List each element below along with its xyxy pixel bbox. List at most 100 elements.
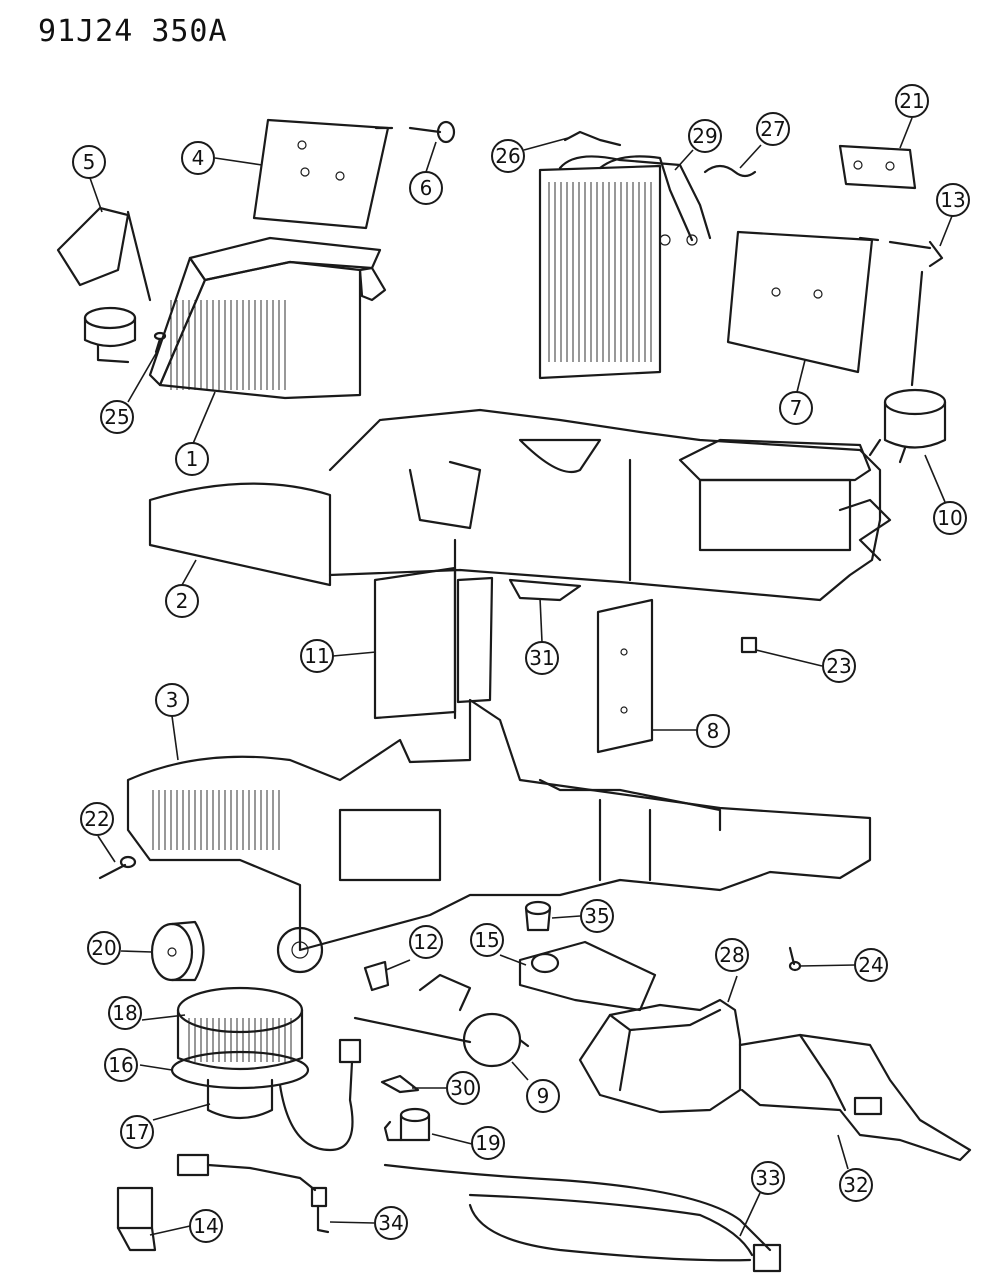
callout-label-12: 12	[413, 930, 438, 954]
callout-label-20: 20	[91, 936, 116, 960]
callout-label-35: 35	[584, 904, 609, 928]
callout-label-2: 2	[176, 589, 189, 613]
callout-8: 8	[696, 714, 730, 748]
callout-35: 35	[580, 899, 614, 933]
callout-label-10: 10	[937, 506, 962, 530]
callout-34: 34	[374, 1206, 408, 1240]
callout-2: 2	[165, 584, 199, 618]
part-27-clamp	[703, 164, 757, 178]
diagram-code: 91J24 350A	[38, 14, 246, 49]
part-34-wire-harness	[176, 1153, 330, 1234]
callout-label-14: 14	[193, 1214, 218, 1238]
part-13-pivot-pin	[888, 240, 944, 268]
callout-label-22: 22	[84, 807, 109, 831]
part-21-pad	[838, 144, 917, 190]
callout-1: 1	[175, 442, 209, 476]
blower-hub	[276, 926, 324, 974]
part-31-seal	[508, 578, 582, 602]
part-23-clip	[740, 636, 758, 654]
callout-label-19: 19	[475, 1131, 500, 1155]
callout-15: 15	[470, 923, 504, 957]
callout-label-33: 33	[755, 1166, 780, 1190]
callout-11: 11	[300, 639, 334, 673]
callout-label-13: 13	[940, 188, 965, 212]
callout-31: 31	[525, 641, 559, 675]
part-14-resistor	[116, 1186, 157, 1252]
part-20-foam-seal	[150, 920, 205, 982]
callout-10: 10	[933, 501, 967, 535]
callout-label-9: 9	[537, 1084, 550, 1108]
part-11-blend-door	[373, 538, 494, 720]
callout-3: 3	[155, 683, 189, 717]
part-2-upper-housing	[148, 408, 892, 602]
callout-24: 24	[854, 948, 888, 982]
callout-label-31: 31	[529, 646, 554, 670]
part-9-vacuum-actuator	[353, 973, 530, 1068]
callout-4: 4	[181, 141, 215, 175]
part-33-vacuum-harness	[383, 1163, 782, 1273]
part-15-actuator	[518, 940, 657, 1012]
callout-14: 14	[189, 1209, 223, 1243]
part-5-actuator-bracket	[56, 206, 152, 364]
callout-label-7: 7	[790, 396, 803, 420]
callout-18: 18	[108, 996, 142, 1030]
part-3-lower-housing	[126, 698, 872, 952]
callout-label-26: 26	[495, 144, 520, 168]
callout-label-18: 18	[112, 1001, 137, 1025]
callout-32: 32	[839, 1168, 873, 1202]
callout-16: 16	[104, 1048, 138, 1082]
callout-30: 30	[446, 1071, 480, 1105]
callout-label-16: 16	[108, 1053, 133, 1077]
leader-lines	[89, 117, 953, 1237]
callout-label-32: 32	[843, 1173, 868, 1197]
part-10-vacuum-actuator	[883, 270, 947, 464]
callout-label-1: 1	[186, 447, 199, 471]
callout-label-30: 30	[450, 1076, 475, 1100]
part-8-mode-door	[596, 598, 654, 754]
part-12-bracket	[363, 960, 390, 992]
callout-label-11: 11	[304, 644, 329, 668]
callout-label-3: 3	[166, 688, 179, 712]
callout-17: 17	[120, 1115, 154, 1149]
callout-28: 28	[715, 938, 749, 972]
part-6-screw	[408, 120, 456, 144]
part-22-screw	[98, 855, 137, 880]
callout-25: 25	[100, 400, 134, 434]
callout-29: 29	[688, 119, 722, 153]
callout-26: 26	[491, 139, 525, 173]
callout-21: 21	[895, 84, 929, 118]
part-25-screw	[153, 331, 167, 354]
callout-label-17: 17	[124, 1120, 149, 1144]
part-4-cover-plate	[252, 118, 394, 230]
callout-label-21: 21	[899, 89, 924, 113]
part-17-motor	[206, 1038, 362, 1152]
callout-6: 6	[409, 171, 443, 205]
callout-label-27: 27	[760, 117, 785, 141]
callout-label-4: 4	[192, 146, 205, 170]
callout-5: 5	[72, 145, 106, 179]
callout-label-23: 23	[826, 654, 851, 678]
callout-label-5: 5	[83, 150, 96, 174]
part-26-clip	[563, 130, 622, 147]
callout-12: 12	[409, 925, 443, 959]
callout-22: 22	[80, 802, 114, 836]
callout-label-28: 28	[719, 943, 744, 967]
part-19-check-valve	[383, 1107, 431, 1142]
diagram-code-prefix: 91J24	[38, 14, 134, 49]
part-24-screw	[788, 946, 802, 972]
part-30-clip	[380, 1074, 420, 1094]
callout-13: 13	[936, 183, 970, 217]
part-32-defrost-duct	[738, 1033, 972, 1162]
diagram-code-suffix: 350A	[151, 14, 228, 49]
callout-20: 20	[87, 931, 121, 965]
callout-33: 33	[751, 1161, 785, 1195]
callout-label-8: 8	[707, 719, 720, 743]
callout-7: 7	[779, 391, 813, 425]
part-28-distribution-duct	[578, 998, 742, 1114]
callout-label-25: 25	[104, 405, 129, 429]
callout-label-15: 15	[474, 928, 499, 952]
part-29-heater-core	[538, 155, 712, 380]
callout-9: 9	[526, 1079, 560, 1113]
callout-27: 27	[756, 112, 790, 146]
